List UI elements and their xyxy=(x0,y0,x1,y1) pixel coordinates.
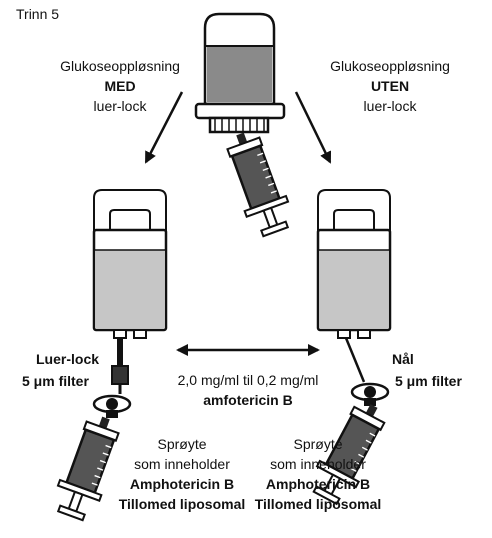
left-mode-label: MED xyxy=(104,78,136,94)
left-connector-label: luer-lock xyxy=(93,98,147,114)
right-syringe-line3: Amphotericin B xyxy=(265,476,371,492)
right-infusion-bag xyxy=(316,188,392,383)
right-syringe-line1: Sprøyte xyxy=(293,436,343,452)
right-filter xyxy=(350,382,390,406)
concentration-drug: amfotericin B xyxy=(203,392,293,408)
right-line-label: Nål xyxy=(392,351,414,367)
left-syringe-line1: Sprøyte xyxy=(157,436,207,452)
right-connector-label: luer-lock xyxy=(363,98,417,114)
left-syringe-line4: Tillomed liposomal xyxy=(118,496,246,512)
left-filter-label: 5 μm filter xyxy=(22,373,89,389)
right-filter-label: 5 μm filter xyxy=(395,373,462,389)
right-mode-label: UTEN xyxy=(370,78,410,94)
left-infusion-bag xyxy=(92,188,168,394)
left-solution-label: Glukoseoppløsning xyxy=(60,58,180,74)
left-syringe-line3: Amphotericin B xyxy=(129,476,235,492)
left-filter xyxy=(92,394,132,418)
concentration-range: 2,0 mg/ml til 0,2 mg/ml xyxy=(177,372,319,388)
draw-syringe xyxy=(218,125,298,241)
right-syringe-line4: Tillomed liposomal xyxy=(254,496,382,512)
arrow-to-right-bag xyxy=(294,91,332,164)
left-line-label: Luer-lock xyxy=(36,351,100,367)
glucose-bottle xyxy=(194,12,286,134)
arrow-to-left-bag xyxy=(144,91,184,164)
left-drug-syringe xyxy=(48,409,128,525)
step-label: Trinn 5 xyxy=(16,6,60,22)
right-solution-label: Glukoseoppløsning xyxy=(330,58,450,74)
left-syringe-line2: som inneholder xyxy=(134,456,230,472)
right-syringe-line2: som inneholder xyxy=(270,456,366,472)
